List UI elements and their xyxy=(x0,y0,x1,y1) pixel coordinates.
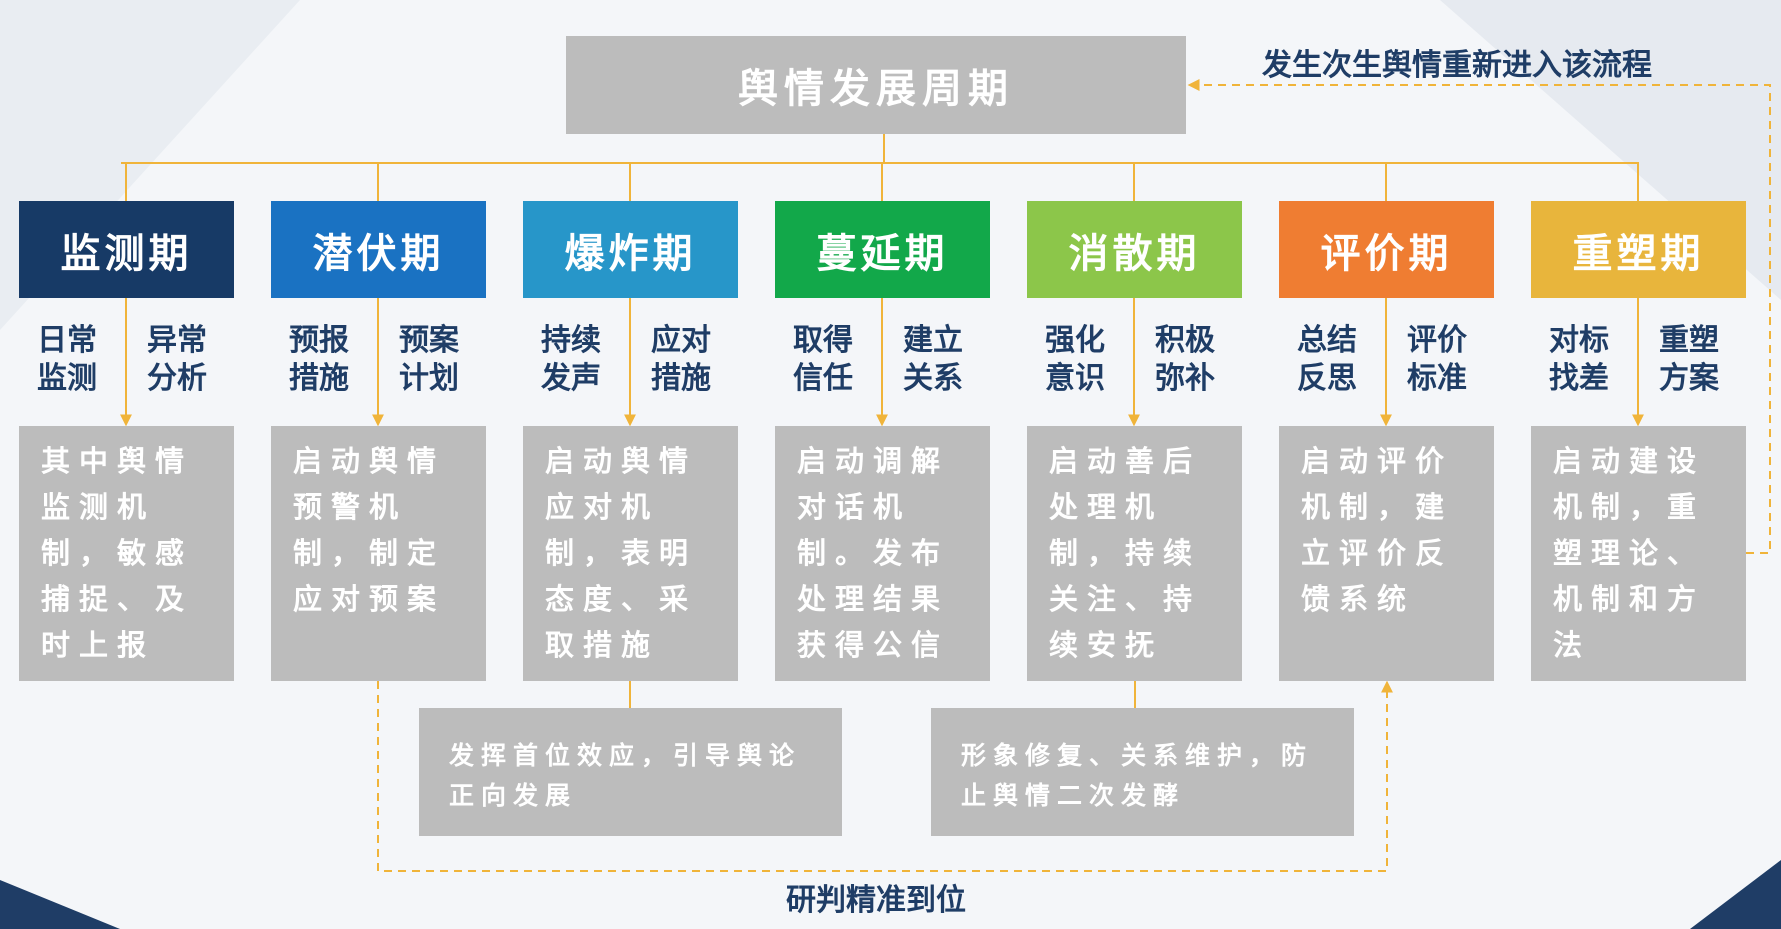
stage-description: 启动舆情应对机制，表明态度、采取措施 xyxy=(523,426,738,681)
right-word: 标准 xyxy=(1407,361,1467,396)
left-word: 日常 xyxy=(37,323,97,358)
stage-left-words: 持续发声 xyxy=(531,322,611,398)
right-word: 预案 xyxy=(399,323,459,358)
stage-right-words: 积极弥补 xyxy=(1145,322,1225,398)
right-word: 方案 xyxy=(1659,361,1719,396)
right-word: 分析 xyxy=(147,361,207,396)
right-word: 建立 xyxy=(903,323,963,358)
left-word: 找差 xyxy=(1549,361,1609,396)
left-word: 对标 xyxy=(1549,323,1609,358)
left-word: 取得 xyxy=(793,323,853,358)
right-word: 计划 xyxy=(399,361,459,396)
left-word: 强化 xyxy=(1045,323,1105,358)
left-word: 监测 xyxy=(37,361,97,396)
right-word: 关系 xyxy=(903,361,963,396)
reenter-label: 发生次生舆情重新进入该流程 xyxy=(1262,48,1652,83)
stage-description: 启动评价机制，建立评价反馈系统 xyxy=(1279,426,1494,681)
right-word: 措施 xyxy=(651,361,711,396)
stage-description: 其中舆情监测机制，敏感捕捉、及时上报 xyxy=(19,426,234,681)
left-word: 发声 xyxy=(541,361,601,396)
left-word: 总结 xyxy=(1297,323,1357,358)
stage-description: 启动建设机制，重塑理论、机制和方法 xyxy=(1531,426,1746,681)
stage-left-words: 对标找差 xyxy=(1539,322,1619,398)
stage-left-words: 总结反思 xyxy=(1287,322,1367,398)
bottom-label: 研判精准到位 xyxy=(786,883,966,918)
right-word: 评价 xyxy=(1407,323,1467,358)
left-word: 反思 xyxy=(1297,361,1357,396)
stage-header: 爆炸期 xyxy=(523,201,738,298)
diagram-title: 舆情发展周期 xyxy=(566,36,1186,134)
left-word: 措施 xyxy=(289,361,349,396)
stage-left-words: 日常监测 xyxy=(27,322,107,398)
left-word: 持续 xyxy=(541,323,601,358)
stage-description: 启动舆情预警机制，制定应对预案 xyxy=(271,426,486,681)
stage-right-words: 重塑方案 xyxy=(1649,322,1729,398)
right-word: 弥补 xyxy=(1155,361,1215,396)
sub-box-repair: 形象修复、关系维护，防止舆情二次发酵 xyxy=(931,708,1354,836)
stage-description: 启动调解对话机制。发布处理结果获得公信 xyxy=(775,426,990,681)
left-word: 意识 xyxy=(1045,361,1105,396)
stage-right-words: 应对措施 xyxy=(641,322,721,398)
stage-right-words: 建立关系 xyxy=(893,322,973,398)
sub-box-guide: 发挥首位效应，引导舆论正向发展 xyxy=(419,708,842,836)
right-word: 应对 xyxy=(651,323,711,358)
stage-header: 潜伏期 xyxy=(271,201,486,298)
stage-header: 监测期 xyxy=(19,201,234,298)
stage-header: 评价期 xyxy=(1279,201,1494,298)
left-word: 预报 xyxy=(289,323,349,358)
stage-right-words: 异常分析 xyxy=(137,322,217,398)
stage-description: 启动善后处理机制，持续关注、持续安抚 xyxy=(1027,426,1242,681)
stage-header: 消散期 xyxy=(1027,201,1242,298)
stage-header: 重塑期 xyxy=(1531,201,1746,298)
right-word: 重塑 xyxy=(1659,323,1719,358)
right-word: 积极 xyxy=(1155,323,1215,358)
stage-header: 蔓延期 xyxy=(775,201,990,298)
stage-right-words: 评价标准 xyxy=(1397,322,1477,398)
stage-left-words: 预报措施 xyxy=(279,322,359,398)
stage-left-words: 取得信任 xyxy=(783,322,863,398)
right-word: 异常 xyxy=(147,323,207,358)
stage-right-words: 预案计划 xyxy=(389,322,469,398)
left-word: 信任 xyxy=(793,361,853,396)
stage-left-words: 强化意识 xyxy=(1035,322,1115,398)
